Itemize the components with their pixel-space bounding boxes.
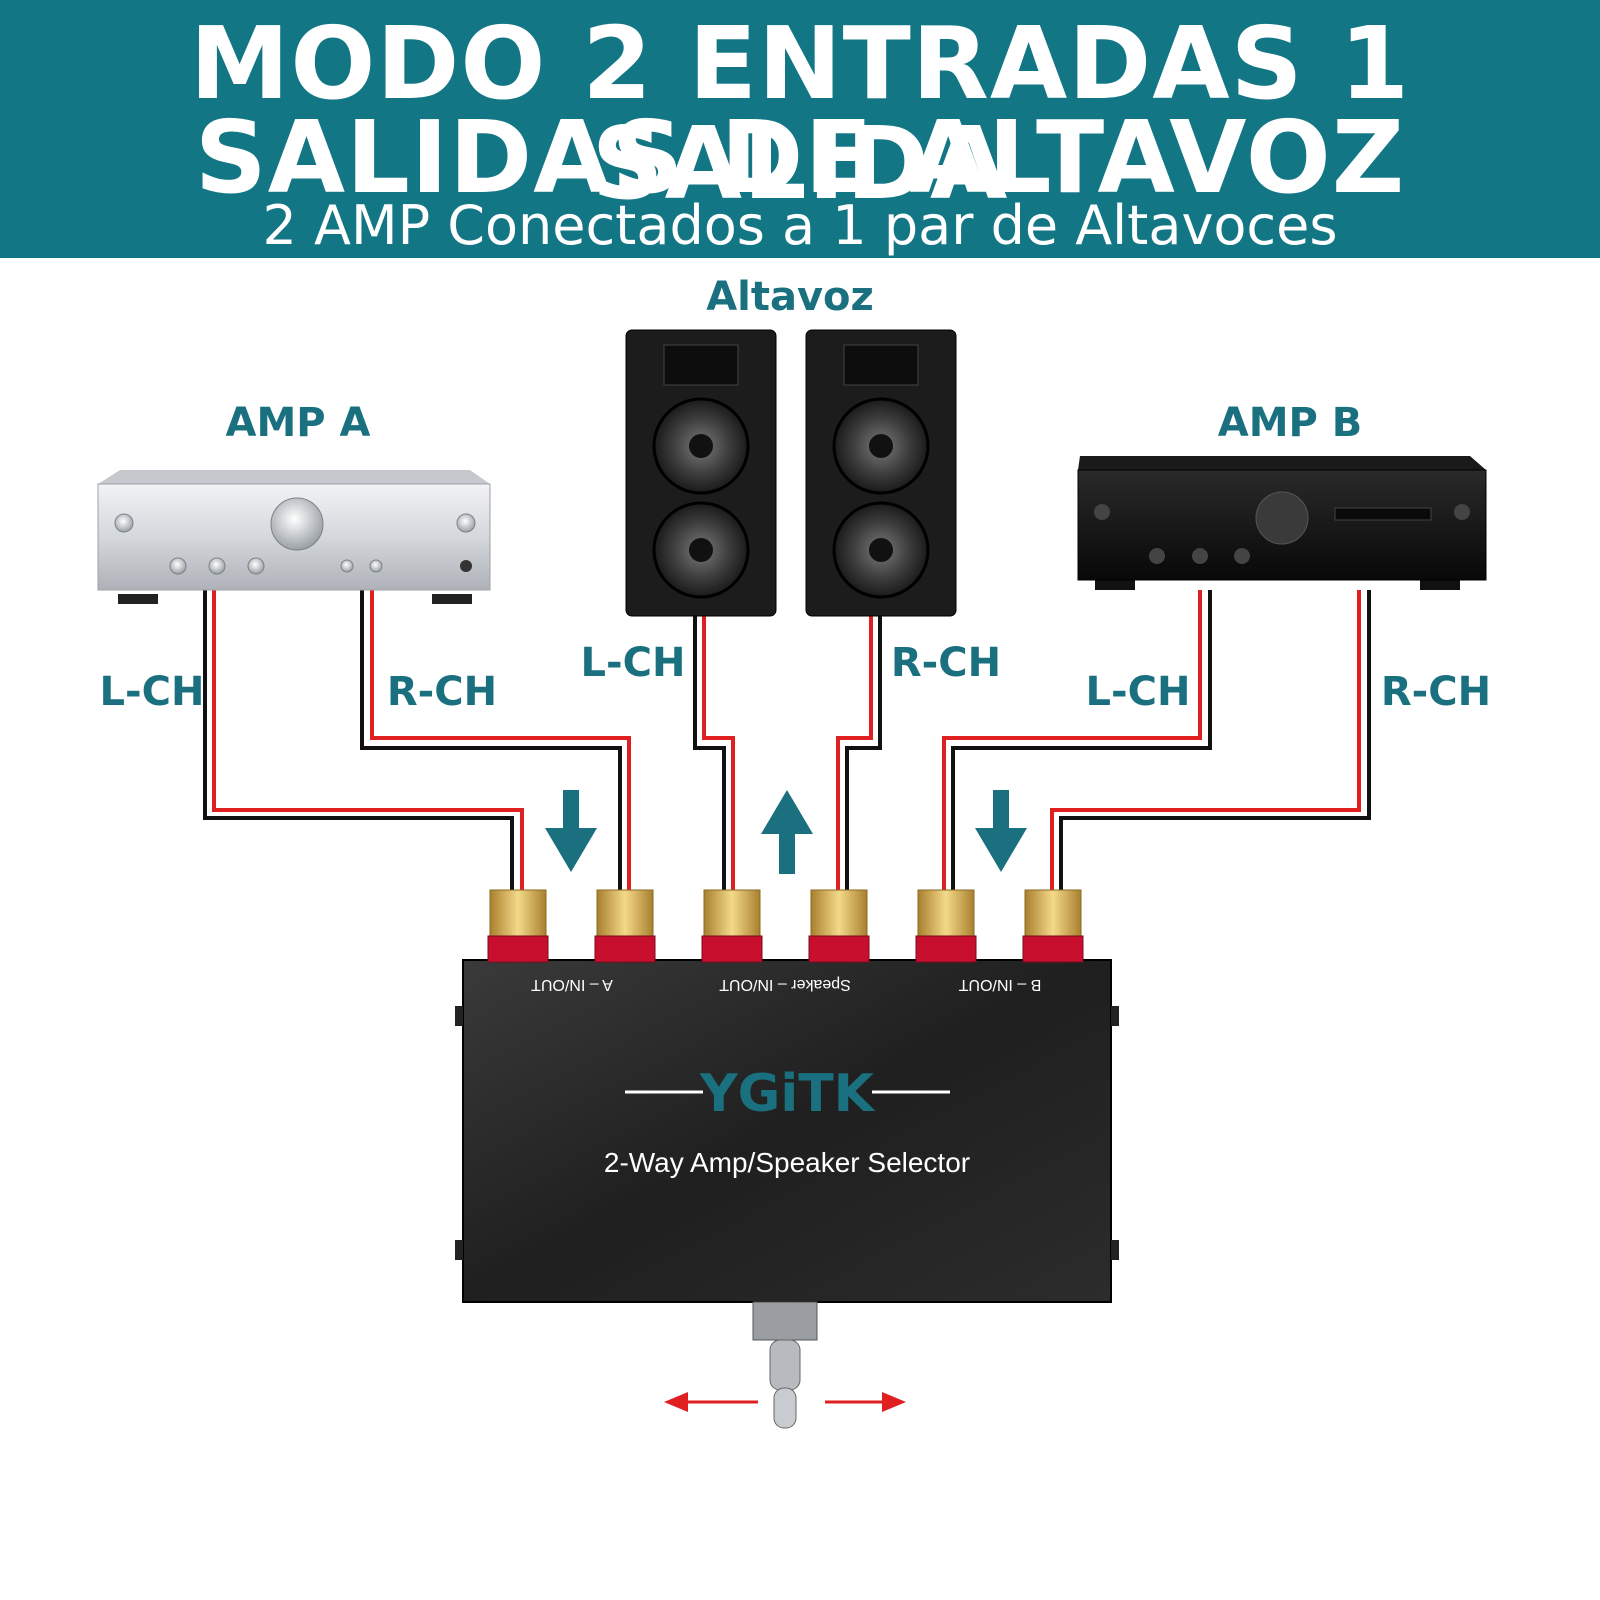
amp-b-black-amplifier-icon: [1077, 456, 1487, 590]
speaker-left-channel-label: L-CH: [581, 640, 686, 686]
tower-speaker-right-icon: [805, 329, 957, 617]
tower-speaker-left-icon: [625, 329, 777, 617]
amp-a-left-channel-label: L-CH: [100, 669, 205, 715]
wires: [203, 590, 1371, 893]
selector-model-name: 2-Way Amp/Speaker Selector: [604, 1147, 970, 1178]
amp-a-silver-amplifier-icon: [97, 470, 491, 604]
toggle-right-arrow-icon: [825, 1392, 906, 1412]
amp-a-label: AMP A: [226, 400, 371, 446]
binding-post-b-left: [915, 889, 977, 963]
port-speaker-label: Speaker – IN/OUT: [719, 976, 851, 993]
title-line-2: SALIDAS DE ALTAVOZ: [194, 99, 1406, 216]
binding-post-speaker-right: [808, 889, 870, 963]
toggle-left-arrow-icon: [664, 1392, 758, 1412]
port-b-label: B – IN/OUT: [958, 976, 1041, 993]
amp-a-right-channel-label: R-CH: [387, 669, 497, 715]
binding-post-speaker-left: [701, 889, 763, 963]
subtitle: 2 AMP Conectados a 1 par de Altavoces: [262, 194, 1338, 257]
arrow-down-a-icon: [545, 790, 597, 872]
binding-post-a-left: [487, 889, 549, 963]
selector-brand-logo: YGiTK: [699, 1064, 876, 1124]
amp-b-label: AMP B: [1218, 400, 1363, 446]
title-line-1: MODO 2 ENTRADAS 1 SALIDA: [189, 5, 1411, 222]
port-a-label: A – IN/OUT: [531, 976, 613, 993]
title-banner: MODO 2 ENTRADAS 1 SALIDA SALIDAS DE ALTA…: [0, 0, 1600, 258]
amp-b-left-channel-label: L-CH: [1086, 669, 1191, 715]
speaker-label: Altavoz: [706, 274, 874, 320]
toggle-switch-icon[interactable]: [752, 1301, 818, 1429]
arrow-down-b-icon: [975, 790, 1027, 872]
binding-post-a-right: [594, 889, 656, 963]
selector-box-icon: [455, 959, 1119, 1303]
arrow-up-speaker-icon: [761, 790, 813, 874]
speaker-right-channel-label: R-CH: [891, 640, 1001, 686]
amp-b-right-channel-label: R-CH: [1381, 669, 1491, 715]
binding-post-b-right: [1022, 889, 1084, 963]
